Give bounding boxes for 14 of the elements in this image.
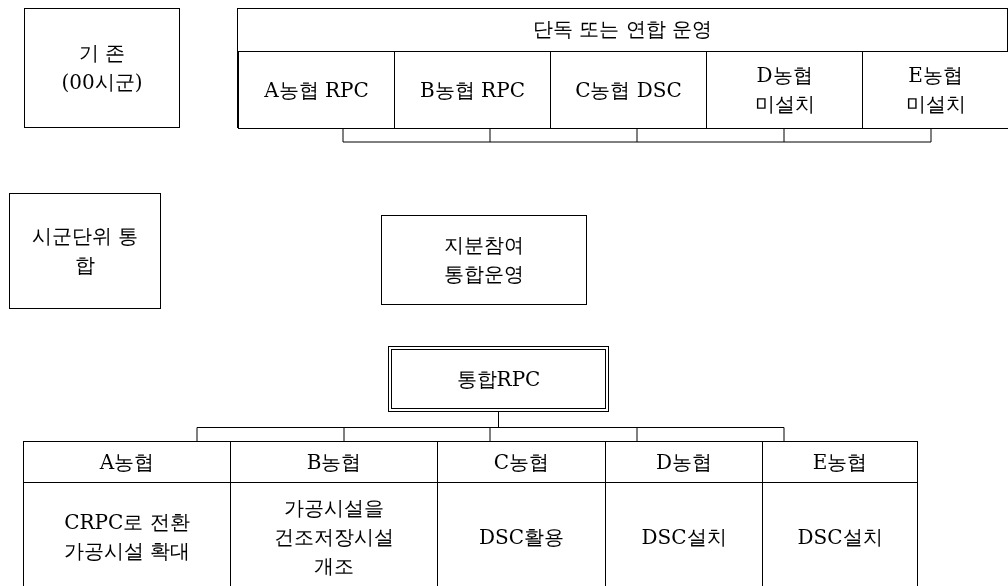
table-cell: D농협 미설치 [706,51,863,129]
plain-box: 기 존 (00시군) [24,8,180,128]
table [237,8,1008,128]
table-cell: B농협 RPC [394,51,551,129]
plain-box: 시군단위 통 합 [9,193,161,309]
table-header: 단독 또는 연합 운영 [532,16,713,43]
table-cell: E농협 [762,441,918,483]
plain-box: 지분참여 통합운영 [381,215,587,305]
double-box: 통합RPC [388,346,609,412]
table-cell: E농협 미설치 [862,51,1008,129]
table-cell: A농협 [23,441,231,483]
table-cell: A농협 RPC [238,51,395,129]
connector [498,411,785,442]
table-cell: C농협 DSC [550,51,707,129]
